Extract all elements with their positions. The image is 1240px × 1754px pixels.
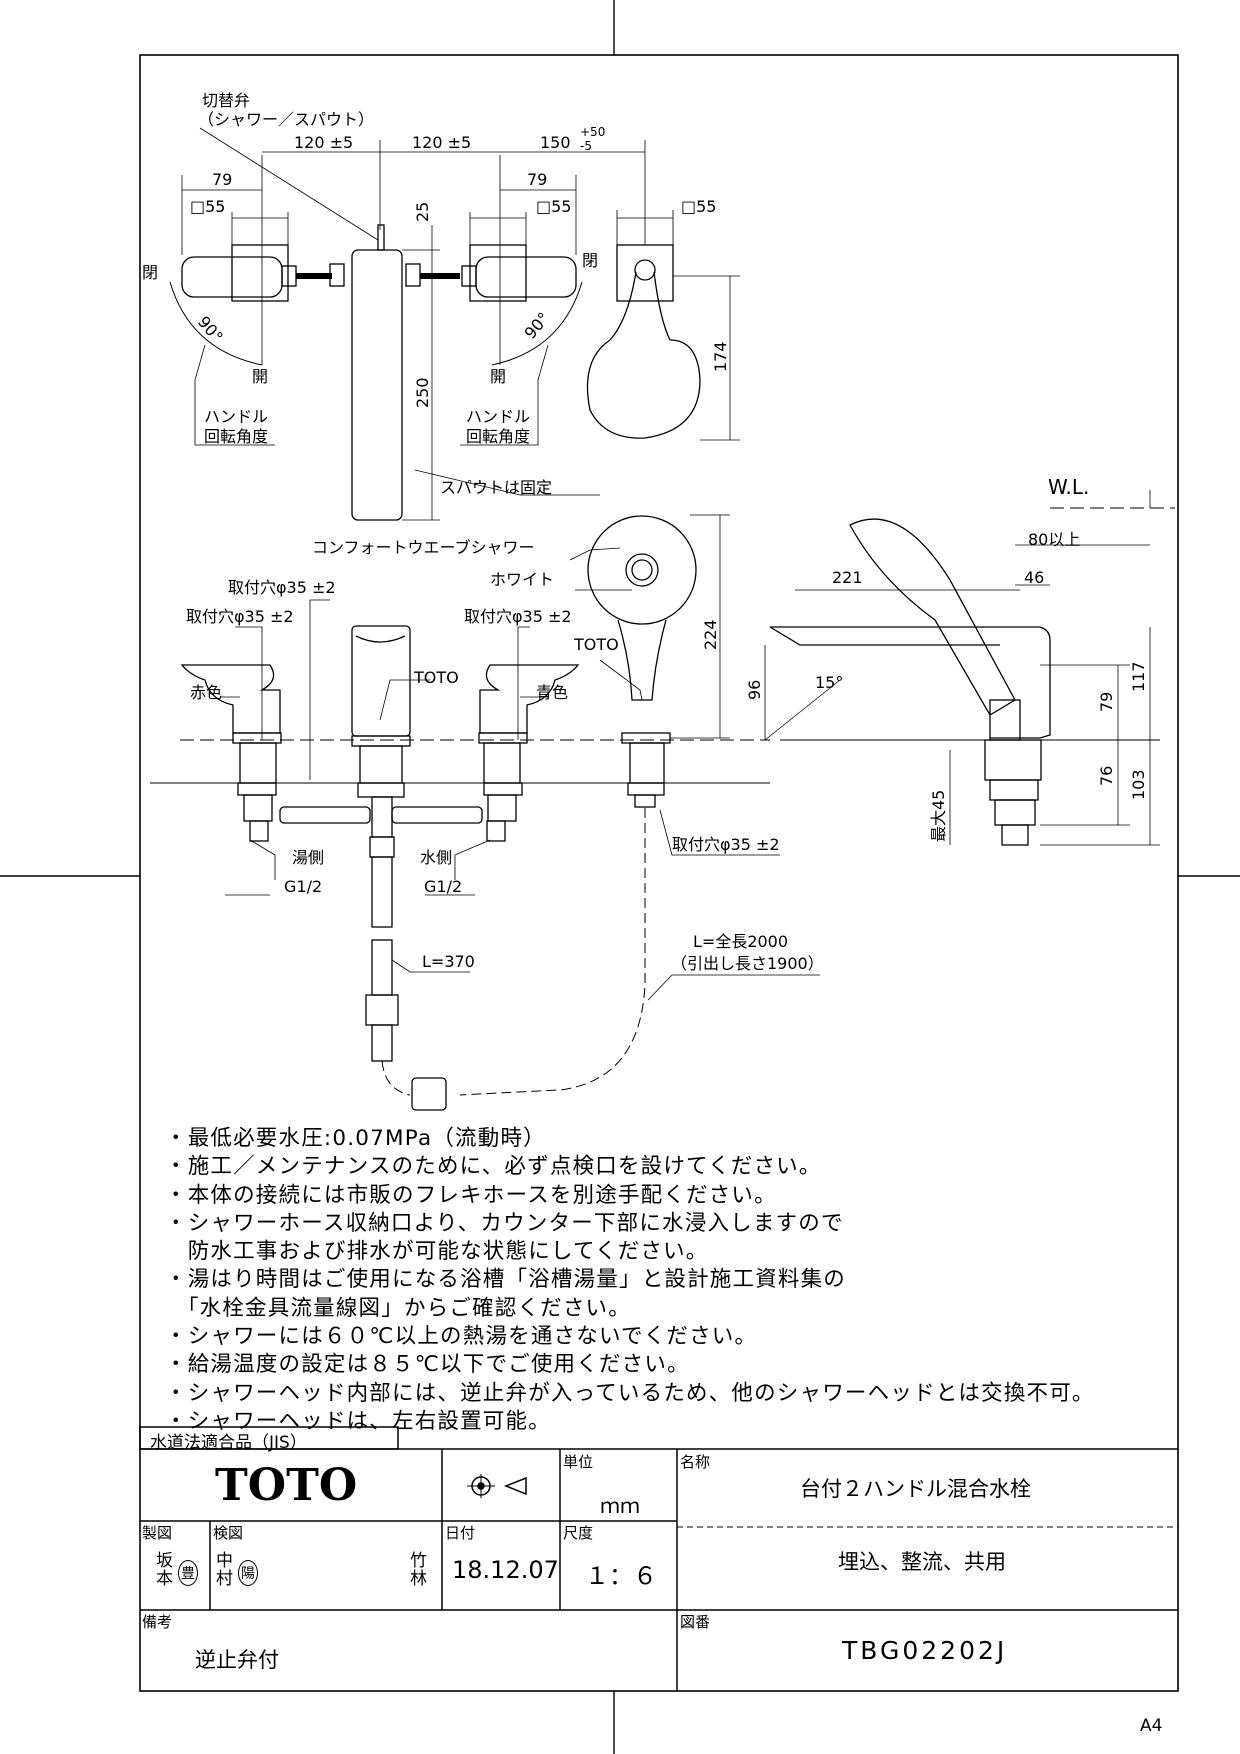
note-item: ・施工／メンテナンスのために、必ず点検口を設けてください。 <box>165 1154 822 1180</box>
checked-seal: 陽 <box>238 1560 258 1586</box>
label-spout-fixed: スパウトは固定 <box>440 478 552 497</box>
scale-value: １：６ <box>585 1562 657 1590</box>
title-block-frame <box>139 1426 1178 1691</box>
note-item: ・シャワーヘッド内部には、逆止弁が入っているため、他のシャワーヘッドとは交換不可… <box>165 1380 1095 1406</box>
label-handle-right: ハンドル <box>466 407 530 426</box>
label-closed-right: 閉 <box>582 251 598 270</box>
note-item: ・湯はり時間はご使用になる浴槽「浴槽湯量」と設計施工資料集の <box>165 1267 847 1293</box>
date-value: 18.12.07 <box>452 1556 559 1584</box>
scale-label: 尺度 <box>563 1524 594 1542</box>
remarks-value: 逆止弁付 <box>195 1648 279 1672</box>
notes-list: ・最低必要水圧:0.07MPa（流動時） ・施工／メンテナンスのために、必ず点検… <box>165 1125 1175 1436</box>
label-blue: 青色 <box>536 683 568 702</box>
label-hole-center: 取付穴φ35 ±2 <box>228 578 336 597</box>
label-hole-shower: 取付穴φ35 ±2 <box>672 835 780 854</box>
label-white: ホワイト <box>490 570 554 589</box>
drawn-seal: 豊 <box>178 1560 198 1586</box>
dim-80: 80以上 <box>1028 530 1080 549</box>
dim-103: 103 <box>1129 769 1148 800</box>
approved-by: 竹林 <box>410 1551 427 1589</box>
projection-symbol-icon <box>467 1474 527 1498</box>
paper-size: A4 <box>1140 1716 1163 1736</box>
dim-sq55-right: □55 <box>681 197 716 216</box>
note-item: ・シャワーホース収納口より、カウンター下部に水浸入しますので <box>165 1210 844 1236</box>
label-diverter-sub: （シャワー／スパウト） <box>198 110 374 129</box>
dim-sq55-left: □55 <box>190 197 225 216</box>
dim-120-left: 120 ±5 <box>294 133 353 152</box>
brand-logo: TOTO <box>215 1460 358 1511</box>
dim-224: 224 <box>701 619 720 650</box>
side-view <box>764 490 1175 846</box>
dim-150-tol-plus: +50 <box>580 125 605 139</box>
drawing-border <box>139 54 1179 1692</box>
label-closed-left: 閉 <box>142 263 158 282</box>
dim-79-left: 79 <box>212 170 232 189</box>
label-hole-left: 取付穴φ35 ±2 <box>186 607 294 626</box>
note-item: ・本体の接続には市販のフレキホースを別途手配ください。 <box>165 1182 777 1208</box>
dim-150: 150 <box>540 133 571 152</box>
unit-value: ｍｍ <box>600 1494 640 1518</box>
note-item: 「水栓金具流量線図」からご確認ください。 <box>165 1295 631 1321</box>
label-hole-right: 取付穴φ35 ±2 <box>464 607 572 626</box>
label-rotation-right: 回転角度 <box>466 427 530 446</box>
dim-79-right: 79 <box>527 170 547 189</box>
label-angle-left: 90° <box>194 312 227 346</box>
dim-117: 117 <box>1129 661 1148 692</box>
name-label: 名称 <box>680 1453 711 1471</box>
note-item: ・最低必要水圧:0.07MPa（流動時） <box>165 1126 546 1151</box>
label-g12-left: G1/2 <box>284 877 322 896</box>
dim-150-tol-minus: -5 <box>580 139 592 153</box>
label-open-left: 開 <box>252 367 268 386</box>
label-open-right: 開 <box>490 367 506 386</box>
label-toto-spout: TOTO <box>413 668 459 687</box>
dim-96: 96 <box>745 680 764 700</box>
note-item: ・シャワーには６０℃以上の熱湯を通さないでください。 <box>165 1324 758 1350</box>
note-item: 防水工事および排水が可能な状態にしてください。 <box>165 1239 709 1265</box>
dim-79-side: 79 <box>1097 692 1116 712</box>
front-view <box>150 514 820 1111</box>
unit-label: 単位 <box>563 1453 594 1471</box>
top-view <box>169 127 740 521</box>
label-cold-side: 水側 <box>420 848 452 867</box>
drawing-no-label: 図番 <box>680 1613 711 1631</box>
checked-by: 中村 <box>216 1551 233 1589</box>
product-name: 台付２ハンドル混合水栓 <box>800 1477 1031 1501</box>
label-diverter: 切替弁 <box>202 91 250 110</box>
dim-250: 250 <box>413 377 432 408</box>
label-rotation-left: 回転角度 <box>204 427 268 446</box>
label-comfort-wave: コンフォートウエーブシャワー <box>312 538 535 557</box>
label-angle-15: 15° <box>815 673 843 692</box>
product-subname: 埋込、整流、共用 <box>838 1550 1006 1574</box>
date-label: 日付 <box>445 1524 476 1542</box>
dim-174: 174 <box>711 341 730 372</box>
drawn-label: 製図 <box>142 1524 173 1542</box>
drawing-labels: 切替弁 （シャワー／スパウト） 120 ±5 120 ±5 150 +50 -5… <box>142 91 1148 973</box>
note-item: ・シャワーヘッドは、左右設置可能。 <box>165 1408 551 1434</box>
label-g12-right: G1/2 <box>424 877 462 896</box>
label-red: 赤色 <box>190 683 222 702</box>
dim-25: 25 <box>413 202 432 222</box>
dim-120-right: 120 ±5 <box>412 133 471 152</box>
jis-label: 水道法適合品（JIS） <box>150 1433 307 1453</box>
checked-label: 検図 <box>213 1524 244 1542</box>
dim-max45: 最大45 <box>929 790 948 842</box>
dim-76: 76 <box>1097 766 1116 786</box>
label-hose-pull: （引出し長さ1900） <box>671 954 824 973</box>
dim-221: 221 <box>832 568 863 587</box>
label-l370: L=370 <box>422 952 475 971</box>
dim-46: 46 <box>1024 568 1044 587</box>
label-wl: W.L. <box>1048 475 1089 499</box>
label-handle-left: ハンドル <box>204 407 268 426</box>
dim-sq55-mid: □55 <box>536 197 571 216</box>
drawing-no-value: TBG02202J <box>842 1636 1008 1665</box>
label-hot-side: 湯側 <box>292 848 324 867</box>
label-toto-shower: TOTO <box>573 635 619 654</box>
remarks-label: 備考 <box>142 1613 173 1631</box>
drawn-by: 坂本 <box>156 1551 173 1589</box>
label-hose-total: L=全長2000 <box>693 932 788 951</box>
note-item: ・給湯温度の設定は８５℃以下でご使用ください。 <box>165 1352 690 1378</box>
